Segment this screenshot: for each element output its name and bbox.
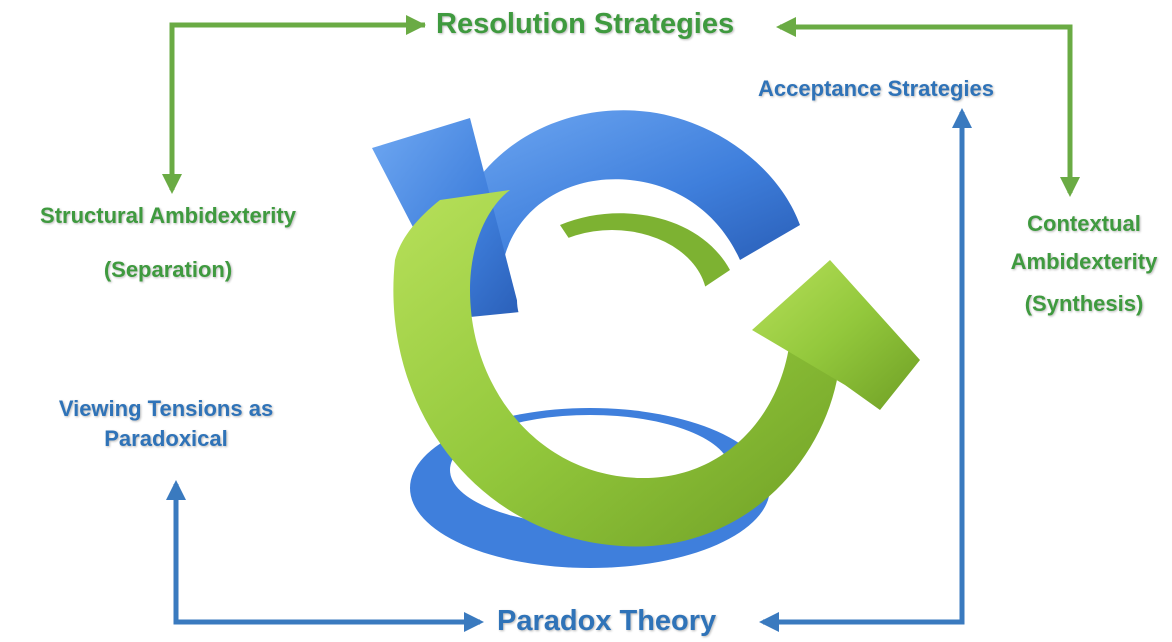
viewing-line-1: Viewing Tensions as: [58, 396, 274, 421]
connector-resolution-to-contextual: [790, 24, 1080, 197]
viewing-tensions-label: Viewing Tensions as Paradoxical: [28, 394, 304, 454]
paradox-theory-label: Paradox Theory: [497, 605, 717, 637]
contextual-ambidexterity-label: Contextual Ambidexterity (Synthesis): [1000, 209, 1168, 319]
acceptance-strategies-label: Acceptance Strategies: [758, 76, 994, 101]
structural-line-2: (Separation): [103, 257, 233, 282]
contextual-line-1: Contextual: [1027, 211, 1141, 236]
structural-line-1: Structural Ambidexterity: [40, 203, 296, 228]
connector-paradox-to-viewing: [166, 480, 478, 625]
cycle-arrowhead-green: [752, 260, 920, 410]
cycle-icon: [372, 110, 920, 568]
cycle-arrow-blue: [450, 110, 800, 260]
resolution-strategies-label: Resolution Strategies: [436, 8, 735, 40]
contextual-line-3: (Synthesis): [1024, 291, 1144, 316]
viewing-line-2: Paradoxical: [104, 426, 228, 451]
contextual-line-2: Ambidexterity: [1010, 249, 1158, 274]
cycle-ring-green: [393, 190, 840, 547]
structural-ambidexterity-label: Structural Ambidexterity (Separation): [12, 201, 324, 285]
